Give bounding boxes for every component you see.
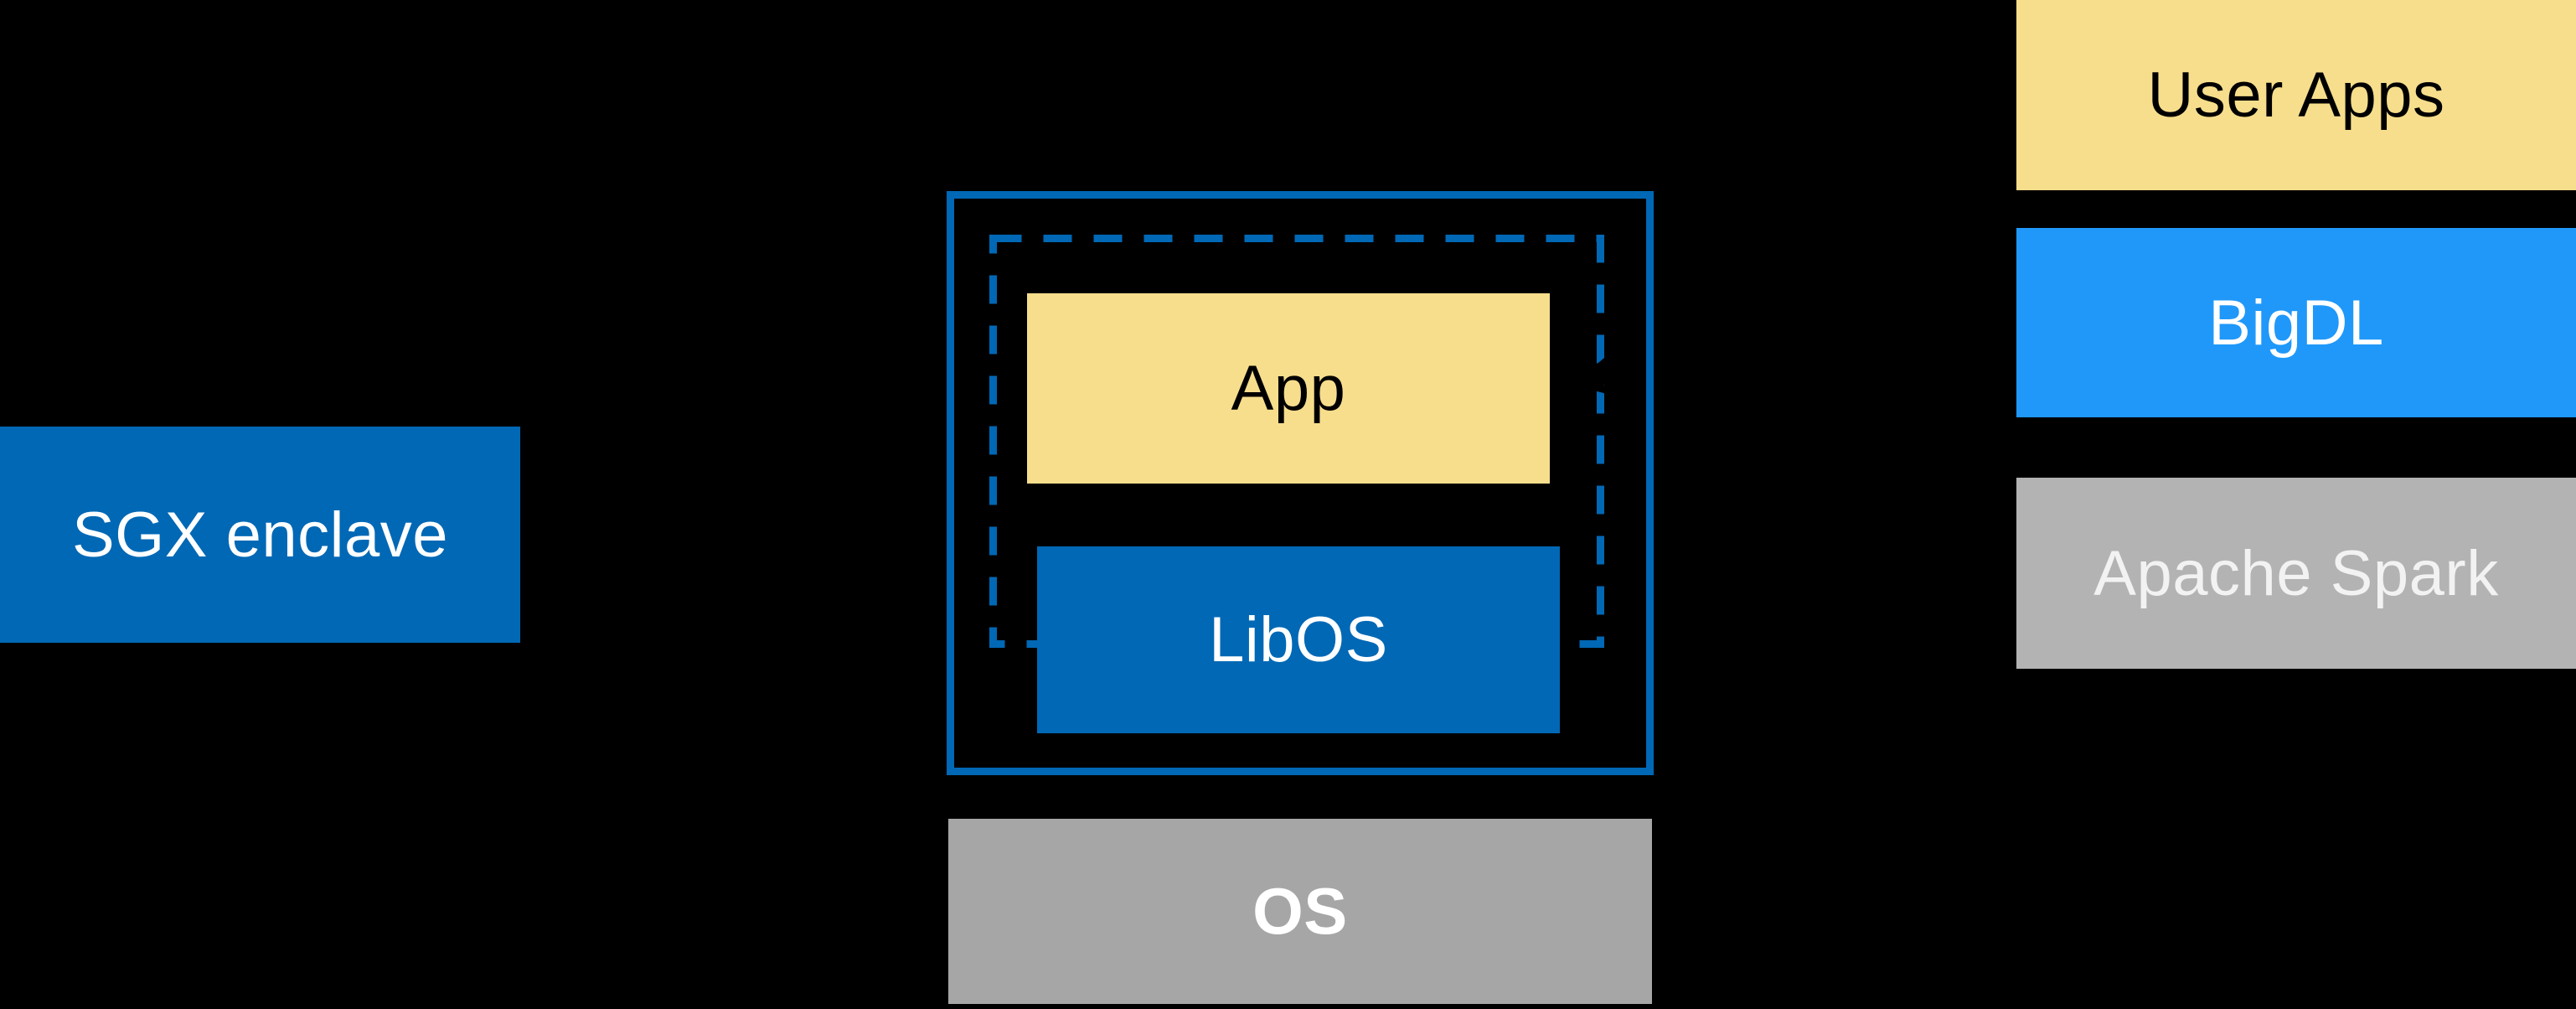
libos-label: LibOS [1209,604,1388,675]
app-label: App [1231,353,1346,424]
user-apps-label: User Apps [2147,60,2445,131]
apache-spark-box: Apache Spark [2016,478,2576,669]
apache-spark-label: Apache Spark [2093,537,2499,609]
sgx-enclave-label: SGX enclave [71,499,449,571]
app-box: App [1027,293,1550,484]
sgx-enclave-label-box: SGX enclave [0,427,520,643]
bigdl-box: BigDL [2016,228,2576,417]
bigdl-label: BigDL [2208,287,2384,359]
sgx-callout-arrowhead-icon [932,513,945,528]
os-label: OS [1252,874,1348,948]
libos-box: LibOS [1037,546,1560,733]
user-apps-box: User Apps [2016,0,2576,190]
os-box: OS [948,819,1652,1004]
sgx-callout-line [529,518,937,537]
